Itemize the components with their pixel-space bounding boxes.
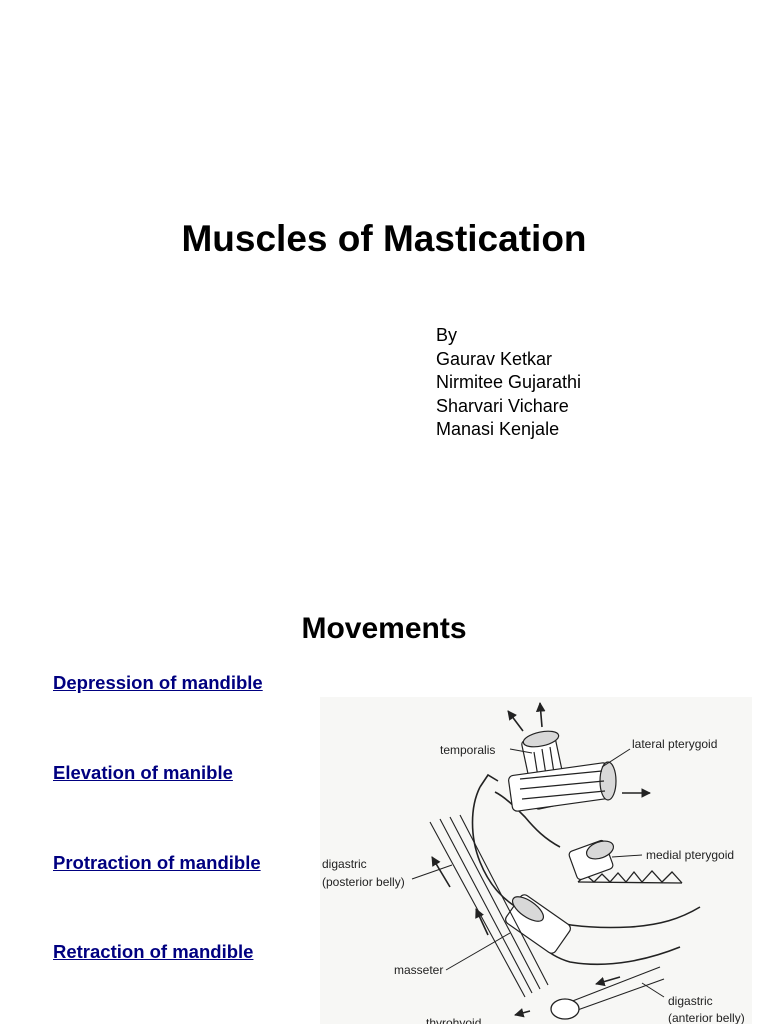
masseter-muscle bbox=[505, 894, 571, 954]
author-name: Manasi Kenjale bbox=[436, 419, 560, 439]
author-name: Sharvari Vichare bbox=[436, 395, 569, 416]
author-by: By bbox=[436, 325, 458, 345]
slide-title: Movements bbox=[301, 612, 467, 645]
link-elevation-of-mandible[interactable]: Elevation of manible bbox=[53, 762, 233, 783]
author-list: By Gaurav Ketkar Nirmitee Gujarathi Shar… bbox=[436, 324, 581, 442]
link-retraction-of-mandible[interactable]: Retraction of mandible bbox=[53, 941, 254, 962]
label-digastric-anterior: digastric bbox=[668, 994, 713, 1008]
link-protraction-of-mandible[interactable]: Protraction of mandible bbox=[53, 852, 261, 873]
label-medial-pterygoid: medial pterygoid bbox=[646, 848, 734, 862]
author-name: Gaurav Ketkar bbox=[436, 348, 553, 369]
mastication-muscles-diagram: temporalis lateral pterygoid medial pter… bbox=[320, 697, 752, 1024]
label-digastric-posterior: digastric bbox=[322, 857, 367, 871]
author-name: Nirmitee Gujarathi bbox=[436, 372, 582, 392]
label-digastric-anterior-belly: (anterior belly) bbox=[668, 1011, 745, 1024]
movements-slide: Movements Depression of mandible Elevati… bbox=[0, 576, 768, 1024]
label-lateral-pterygoid: lateral pterygoid bbox=[632, 737, 717, 751]
medial-pterygoid-muscle bbox=[568, 839, 615, 881]
title-slide: Muscles of Mastication By Gaurav Ketkar … bbox=[181, 218, 587, 442]
lateral-pterygoid-muscle bbox=[508, 761, 617, 812]
teeth bbox=[577, 870, 683, 884]
label-digastric-posterior-belly: (posterior belly) bbox=[322, 875, 405, 889]
link-depression-of-mandible[interactable]: Depression of mandible bbox=[53, 672, 263, 693]
slide-title: Muscles of Mastication bbox=[181, 218, 587, 259]
label-temporalis: temporalis bbox=[440, 743, 495, 757]
label-masseter: masseter bbox=[394, 963, 443, 977]
digastric-anterior-belly bbox=[569, 966, 665, 1013]
hyoid-bone bbox=[550, 998, 580, 1020]
label-thyrohyoid: thyrohyoid bbox=[426, 1016, 481, 1024]
label-leaders bbox=[411, 748, 665, 998]
movement-arrows bbox=[431, 702, 651, 1018]
